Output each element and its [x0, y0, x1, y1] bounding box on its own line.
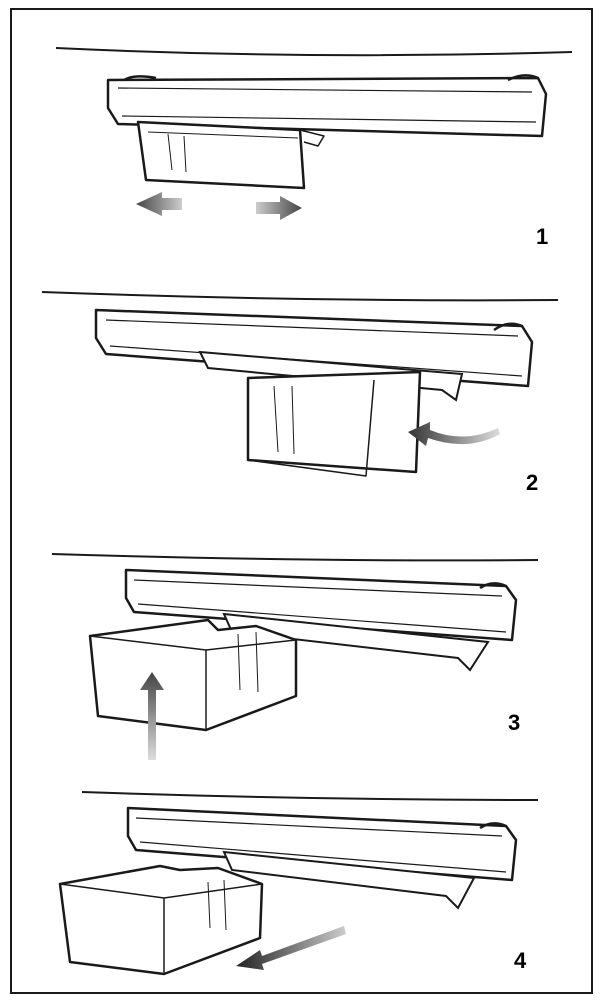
- instruction-frame: 1 2: [10, 8, 593, 994]
- step-number: 2: [526, 470, 539, 495]
- step-4-panel: 4: [12, 778, 591, 994]
- bin-tray: [88, 618, 298, 732]
- step-number: 1: [536, 224, 549, 249]
- step-2-panel: 2: [12, 280, 591, 510]
- ceiling-line: [55, 47, 573, 57]
- shelf-rail: [94, 308, 534, 388]
- arrow-right-icon: [256, 196, 302, 220]
- step-2-illustration: [41, 291, 559, 477]
- slide-rail: [222, 850, 476, 910]
- step-number: 4: [514, 948, 527, 973]
- shelf-rail: [124, 568, 518, 642]
- shelf-rail: [126, 806, 518, 882]
- step-3-panel: 3: [12, 540, 591, 772]
- arrow-up-icon: [140, 672, 164, 760]
- bin-tray: [136, 120, 325, 190]
- ceiling-line: [81, 791, 539, 801]
- step-1-illustration: [55, 47, 573, 220]
- arrow-left-icon: [136, 192, 182, 216]
- step-1-panel: 1: [12, 38, 591, 268]
- bin-tray: [58, 864, 264, 976]
- bin-tray: [246, 370, 422, 477]
- step-3-illustration: [51, 553, 539, 760]
- step-4-illustration: [58, 791, 539, 976]
- step-number: 3: [508, 710, 521, 735]
- shelf-rail: [106, 74, 548, 138]
- arrow-down-left-icon: [236, 926, 346, 970]
- ceiling-line: [51, 553, 539, 562]
- curved-arrow-icon: [408, 422, 500, 446]
- ceiling-line: [41, 291, 559, 302]
